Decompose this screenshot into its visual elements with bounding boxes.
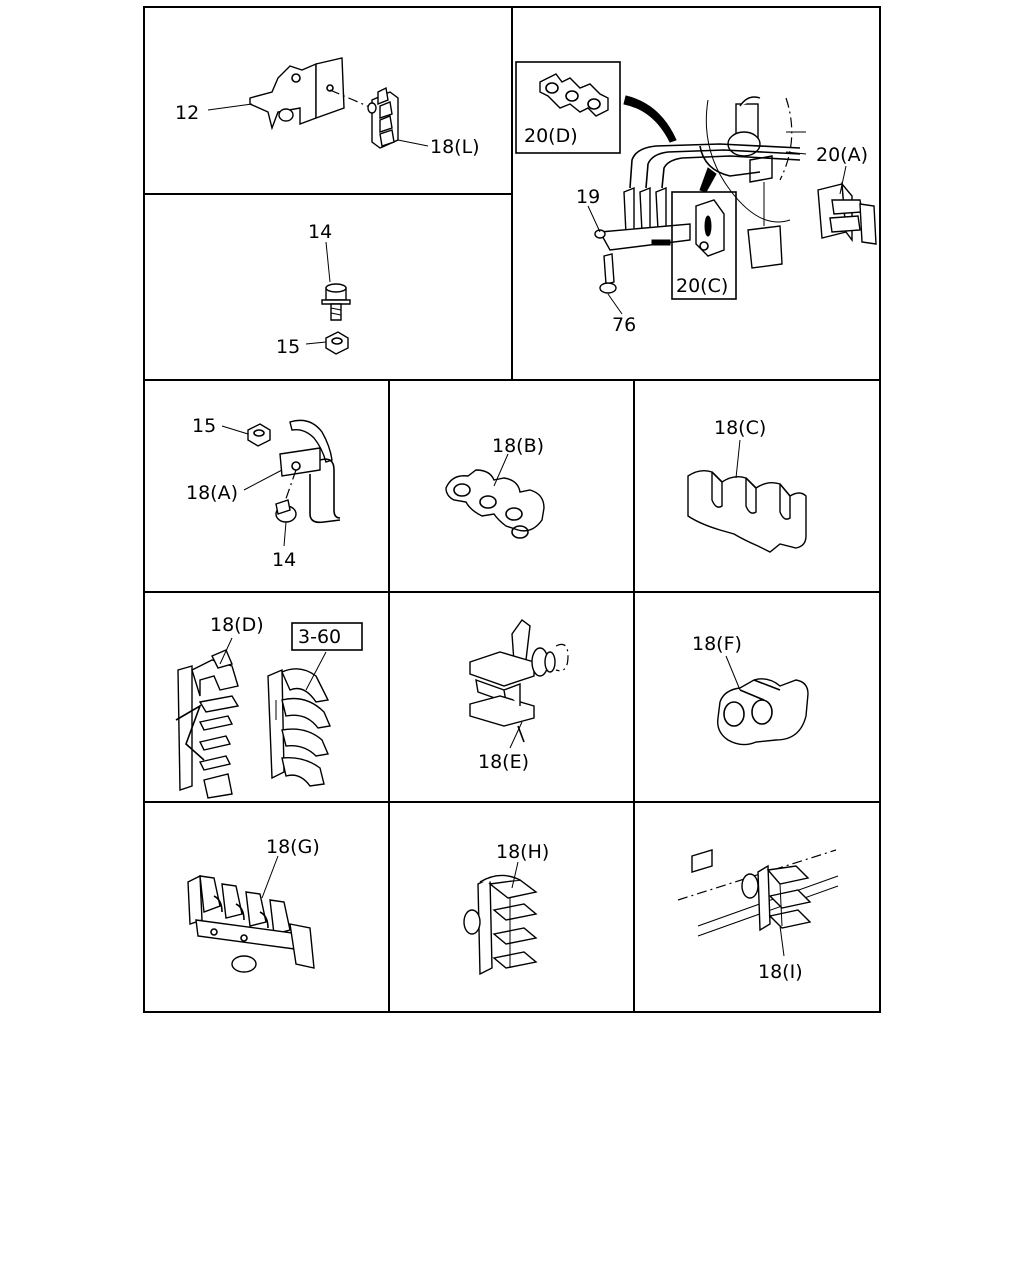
nut-15 xyxy=(325,331,349,355)
label-14-cell: 14 xyxy=(272,549,296,571)
mount-plate-19 xyxy=(594,223,691,251)
clip-18B xyxy=(445,469,545,539)
cell-routing: 20(D) xyxy=(515,61,877,336)
bracket-12 xyxy=(249,57,345,131)
cell-18A: 15 18(A) 14 xyxy=(186,415,341,571)
label-18C: 18(C) xyxy=(714,417,766,439)
label-15-cell: 15 xyxy=(192,415,216,437)
clip-panel xyxy=(691,849,713,873)
bolt-14 xyxy=(275,499,297,523)
cell-18H: 18(H) xyxy=(463,841,549,976)
nut-15 xyxy=(247,423,271,447)
label-18B: 18(B) xyxy=(492,435,544,457)
reference-3-60: 3-60 xyxy=(298,626,341,648)
clip-18L xyxy=(367,86,399,149)
inset-20D xyxy=(515,61,621,154)
label-14-top: 14 xyxy=(308,221,332,243)
label-18E: 18(E) xyxy=(478,751,529,773)
label-20D: 20(D) xyxy=(524,125,578,147)
fuel-lines xyxy=(629,143,801,189)
clip-18D-variant xyxy=(267,668,331,787)
clip-20A xyxy=(817,181,877,245)
label-20C: 20(C) xyxy=(676,275,728,297)
clip-20C xyxy=(695,199,725,257)
reference-box-3-60 xyxy=(291,622,363,651)
clip-18D xyxy=(175,649,240,799)
cell-bracket-12: 12 18(L) xyxy=(175,57,480,158)
label-18G: 18(G) xyxy=(266,836,320,858)
label-19: 19 xyxy=(576,186,600,208)
label-18H: 18(H) xyxy=(496,841,549,863)
label-20A: 20(A) xyxy=(816,144,868,166)
label-18D: 18(D) xyxy=(210,614,264,636)
label-15-top: 15 xyxy=(276,336,300,358)
label-18F: 18(F) xyxy=(692,633,742,655)
clip-18G xyxy=(187,874,315,973)
clip-20D xyxy=(539,73,609,117)
label-18A: 18(A) xyxy=(186,482,238,504)
cell-18G: 18(G) xyxy=(187,836,320,973)
cell-18D: 18(D) 3-60 xyxy=(175,614,363,799)
clip-18A xyxy=(279,419,341,524)
label-18I: 18(I) xyxy=(758,961,803,983)
clip-18E xyxy=(469,619,556,743)
label-12: 12 xyxy=(175,102,199,124)
clip-18I xyxy=(741,864,812,932)
cell-18F: 18(F) xyxy=(692,633,809,746)
cell-18B: 18(B) xyxy=(445,435,545,539)
cell-18I: 18(I) xyxy=(677,849,839,983)
clip-18F xyxy=(717,678,809,746)
cell-18C: 18(C) xyxy=(687,417,807,553)
clip-18H xyxy=(463,874,538,976)
inset-20C xyxy=(671,191,737,300)
label-76: 76 xyxy=(612,314,636,336)
diagram-grid xyxy=(143,6,881,1013)
label-18L: 18(L) xyxy=(430,136,480,158)
cell-bolt-nut: 14 15 xyxy=(276,221,351,358)
clip-18C xyxy=(687,469,807,553)
cell-18E: 18(E) xyxy=(469,619,569,773)
bolt-14 xyxy=(321,283,351,321)
bolt-76 xyxy=(599,253,617,294)
